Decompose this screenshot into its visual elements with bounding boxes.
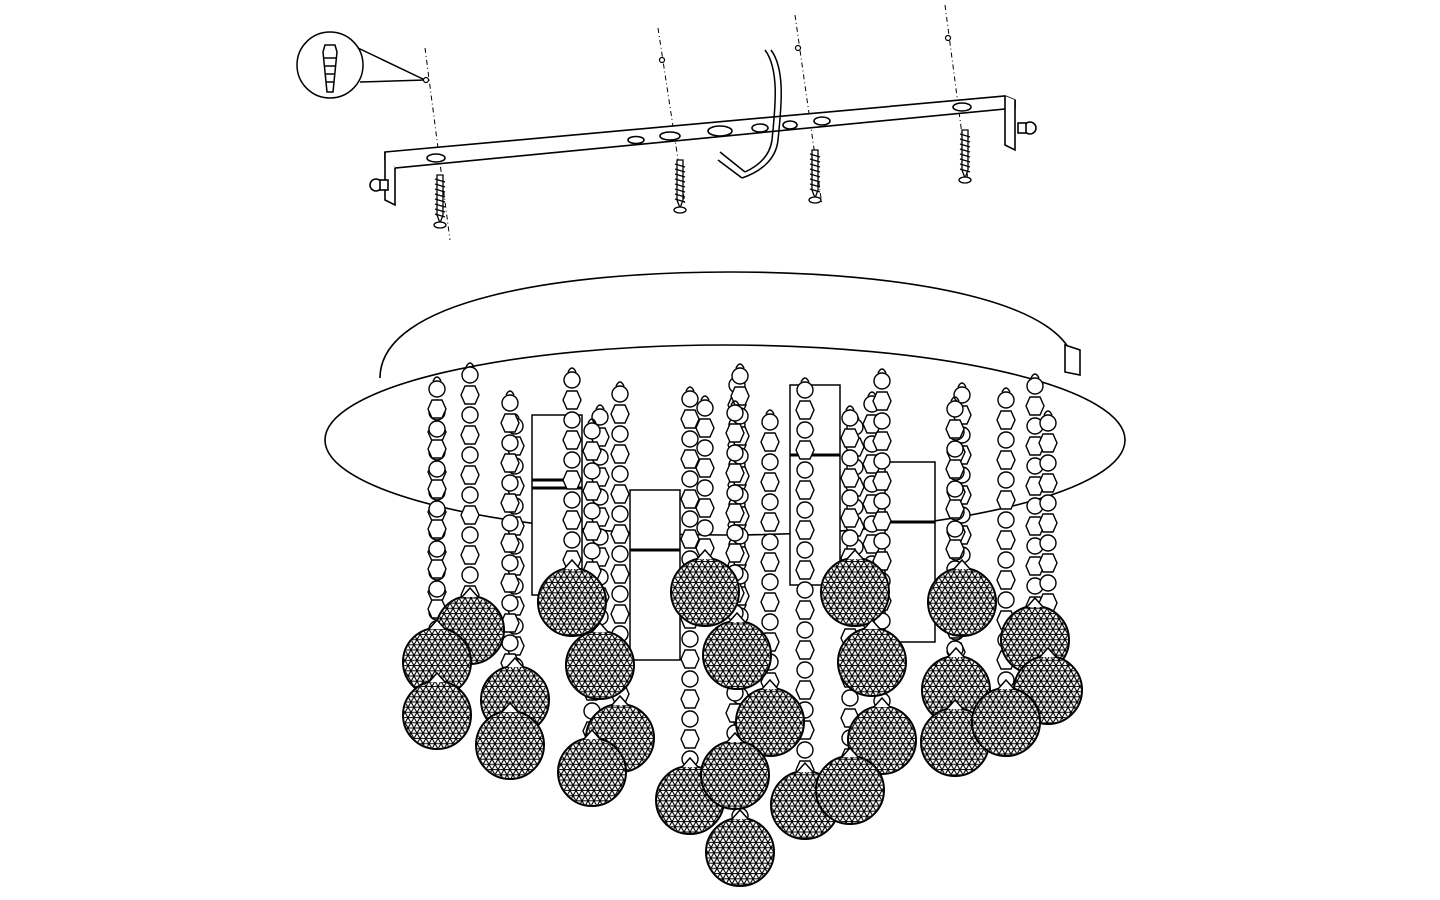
crystal-ball xyxy=(670,548,740,627)
crystal-ball xyxy=(927,558,997,637)
crystal-ball xyxy=(402,671,472,750)
crystal-ball xyxy=(815,746,885,825)
crystal-ball xyxy=(557,728,627,807)
crystal-ball xyxy=(837,618,907,697)
guide-lines xyxy=(424,4,969,241)
crystal-ball xyxy=(402,618,472,697)
crystal-ball xyxy=(705,808,775,887)
crystal-ball xyxy=(537,558,607,637)
crystal-ball xyxy=(921,646,991,725)
crystal-ball xyxy=(735,678,805,757)
crystal-chain xyxy=(795,377,815,780)
crystal-ball xyxy=(971,678,1041,757)
crystal-ball xyxy=(702,611,772,690)
wall-plugs xyxy=(422,34,952,84)
wall-plug-callout xyxy=(296,31,426,99)
screw-icon xyxy=(673,159,687,214)
crystal-balls xyxy=(402,548,1083,887)
crystal-chain xyxy=(695,395,715,558)
screws xyxy=(433,129,972,229)
screw-icon xyxy=(958,129,972,184)
crystal-ball xyxy=(820,548,890,627)
bulb-sockets xyxy=(531,384,936,661)
screw-icon xyxy=(433,174,447,229)
crystal-ball xyxy=(847,696,917,775)
screw-icon xyxy=(808,149,822,204)
crystal-ball xyxy=(475,701,545,780)
wall-plug-icon xyxy=(322,44,338,93)
crystal-ball xyxy=(565,621,635,700)
crystal-ball xyxy=(700,731,770,810)
power-cable xyxy=(717,49,782,179)
mounting-bracket xyxy=(369,95,1037,207)
